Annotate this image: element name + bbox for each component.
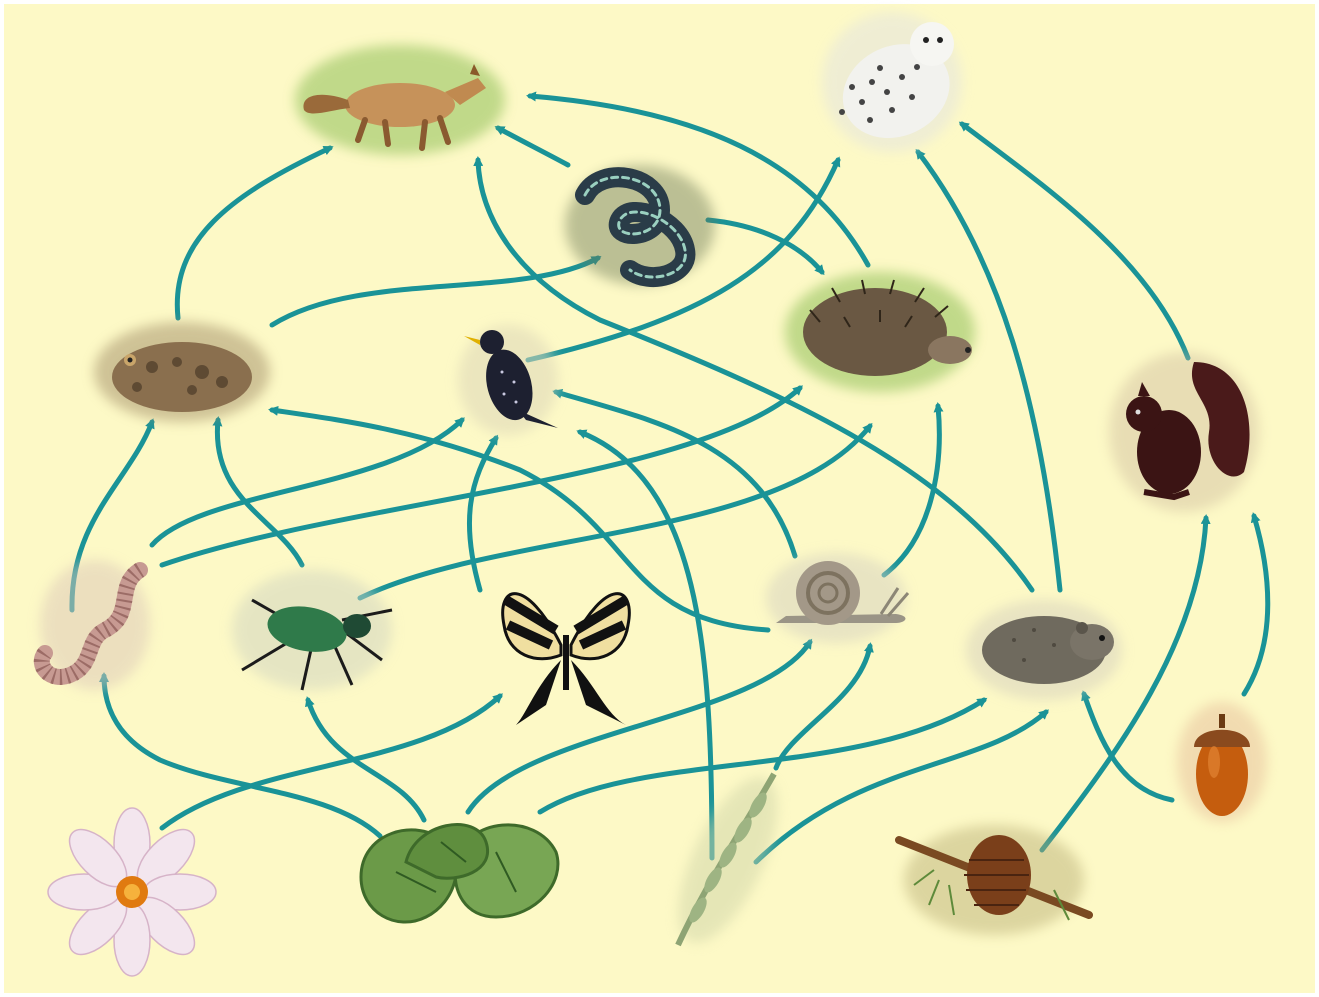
arrow-vole-fox	[478, 160, 1032, 590]
worm-icon	[40, 560, 150, 690]
vole-icon	[966, 600, 1122, 700]
butterfly-icon	[503, 594, 630, 725]
acorn-icon	[1177, 702, 1267, 822]
leaves-icon	[361, 825, 558, 922]
toad-icon	[94, 322, 270, 422]
beetle-icon	[232, 570, 392, 690]
flower-icon	[48, 808, 216, 976]
arrow-snake-hedgehog	[708, 220, 822, 272]
arrow-toad-fox	[177, 148, 330, 318]
snake-icon	[565, 165, 715, 285]
arrow-leaves-worm	[104, 676, 380, 836]
arrow-toad-snake	[272, 258, 598, 325]
pinecone-icon	[899, 825, 1089, 935]
arrow-snail-hedgehog	[884, 406, 939, 575]
arrow-acorn-vole	[1084, 694, 1172, 800]
arrow-leaves-beetle	[308, 700, 424, 820]
arrow-squirrel-owl	[962, 124, 1188, 358]
arrow-snake-fox	[498, 128, 568, 165]
hedgehog-icon	[785, 272, 975, 392]
starling-icon	[458, 325, 558, 435]
squirrel-icon	[1109, 352, 1259, 512]
owl-icon	[822, 12, 965, 155]
arrow-acorn-squirrel	[1244, 516, 1268, 694]
grass-icon	[658, 764, 798, 957]
fox-icon	[295, 45, 505, 155]
snail-icon	[766, 553, 908, 643]
